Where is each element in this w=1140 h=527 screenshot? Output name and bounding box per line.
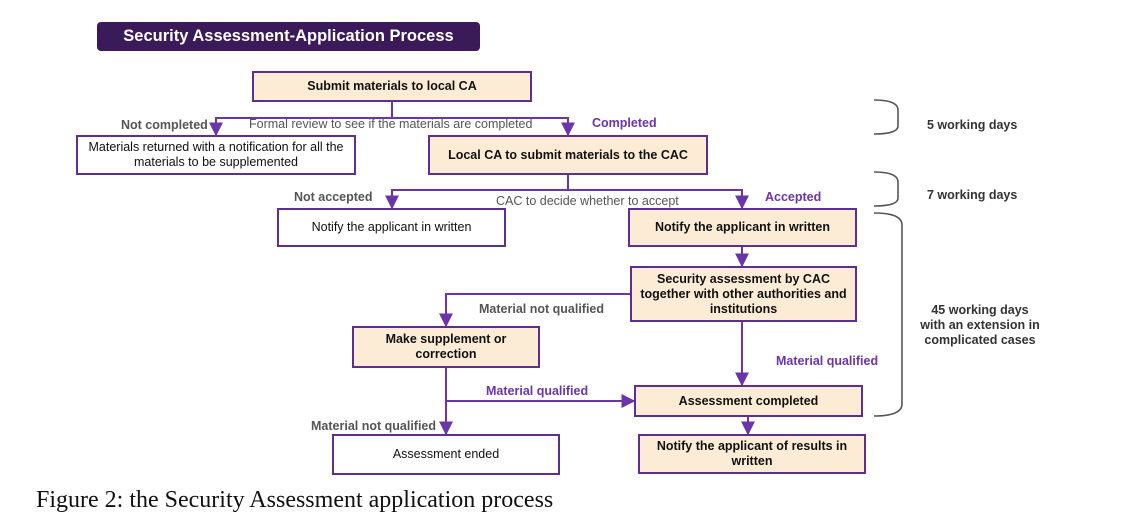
label-material-not-qualified-2: Material not qualified xyxy=(311,419,437,433)
label-completed: Completed xyxy=(592,116,657,130)
label-cac-decide: CAC to decide whether to accept xyxy=(496,194,679,208)
box-notify-rejected: Notify the applicant in written xyxy=(277,208,506,247)
timeline-stage1: 5 working days xyxy=(927,118,1018,132)
diagram-title: Security Assessment-Application Process xyxy=(97,22,480,51)
box-local-ca: Local CA to submit materials to the CAC xyxy=(428,135,708,175)
box-assessment-ended: Assessment ended xyxy=(332,434,560,475)
box-notify-results: Notify the applicant of results in writt… xyxy=(638,434,866,474)
bracket-stage1 xyxy=(873,99,899,135)
connector-split-accepted xyxy=(568,189,749,210)
figure-caption: Figure 2: the Security Assessment applic… xyxy=(36,487,554,513)
connector-split-completed xyxy=(392,117,575,137)
label-material-qualified-1: Material qualified xyxy=(776,354,879,368)
box-security-assessment: Security assessment by CAC together with… xyxy=(630,266,857,322)
timeline-stage3: 45 working days with an extension in com… xyxy=(920,303,1040,347)
label-material-not-qualified-1: Material not qualified xyxy=(479,302,605,316)
box-submit-materials: Submit materials to local CA xyxy=(252,71,532,102)
label-accepted: Accepted xyxy=(765,190,822,204)
connector-split-notaccepted xyxy=(385,189,568,210)
connector-split-notcompleted xyxy=(209,117,392,137)
label-not-accepted: Not accepted xyxy=(294,190,373,204)
label-not-completed: Not completed xyxy=(121,118,208,132)
connector-security-supplement xyxy=(439,293,630,328)
bracket-stage3 xyxy=(873,212,903,417)
timeline-stage2: 7 working days xyxy=(927,188,1018,202)
label-formal-review: Formal review to see if the materials ar… xyxy=(249,117,533,131)
box-notify-accepted: Notify the applicant in written xyxy=(628,208,857,247)
box-materials-returned: Materials returned with a notification f… xyxy=(76,135,356,175)
box-assessment-completed: Assessment completed xyxy=(634,385,863,417)
box-make-supplement: Make supplement or correction xyxy=(352,326,540,368)
bracket-stage2 xyxy=(873,171,899,207)
label-material-qualified-2: Material qualified xyxy=(486,384,589,398)
